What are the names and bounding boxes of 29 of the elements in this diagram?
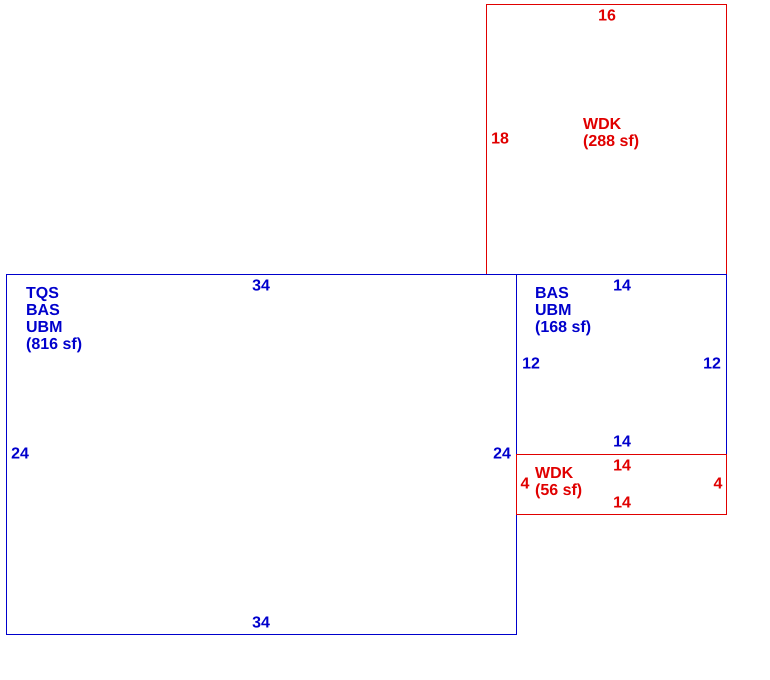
dimension-label: 34 bbox=[252, 614, 270, 632]
dimension-label: 4 bbox=[714, 476, 722, 492]
room-label: BAS bbox=[26, 302, 60, 319]
room-label: WDK bbox=[535, 465, 574, 482]
room-outline bbox=[6, 274, 517, 635]
room-label: BAS bbox=[535, 285, 569, 302]
room-label: WDK bbox=[583, 116, 622, 133]
room-label: (168 sf) bbox=[535, 319, 592, 336]
dimension-label: 24 bbox=[493, 446, 511, 462]
dimension-label: 14 bbox=[613, 494, 631, 512]
dimension-label: 12 bbox=[522, 356, 540, 372]
room-outline bbox=[486, 4, 727, 275]
room-label: (56 sf) bbox=[535, 482, 582, 499]
room-label: (816 sf) bbox=[26, 336, 82, 353]
room-label: TQS bbox=[26, 285, 59, 302]
dimension-label: 14 bbox=[613, 434, 631, 450]
room-outline bbox=[516, 454, 727, 515]
dimension-label: 14 bbox=[613, 278, 631, 294]
room-label: (288 sf) bbox=[583, 133, 640, 150]
dimension-label: 16 bbox=[598, 8, 616, 24]
dimension-label: 18 bbox=[491, 130, 509, 148]
dimension-label: 12 bbox=[703, 356, 721, 372]
room-label: UBM bbox=[26, 319, 62, 336]
dimension-label: 34 bbox=[252, 278, 270, 294]
room-outline bbox=[516, 274, 727, 455]
dimension-label: 14 bbox=[613, 458, 631, 474]
dimension-label: 4 bbox=[520, 476, 530, 492]
dimension-label: 24 bbox=[11, 446, 29, 462]
room-label: UBM bbox=[535, 302, 572, 319]
